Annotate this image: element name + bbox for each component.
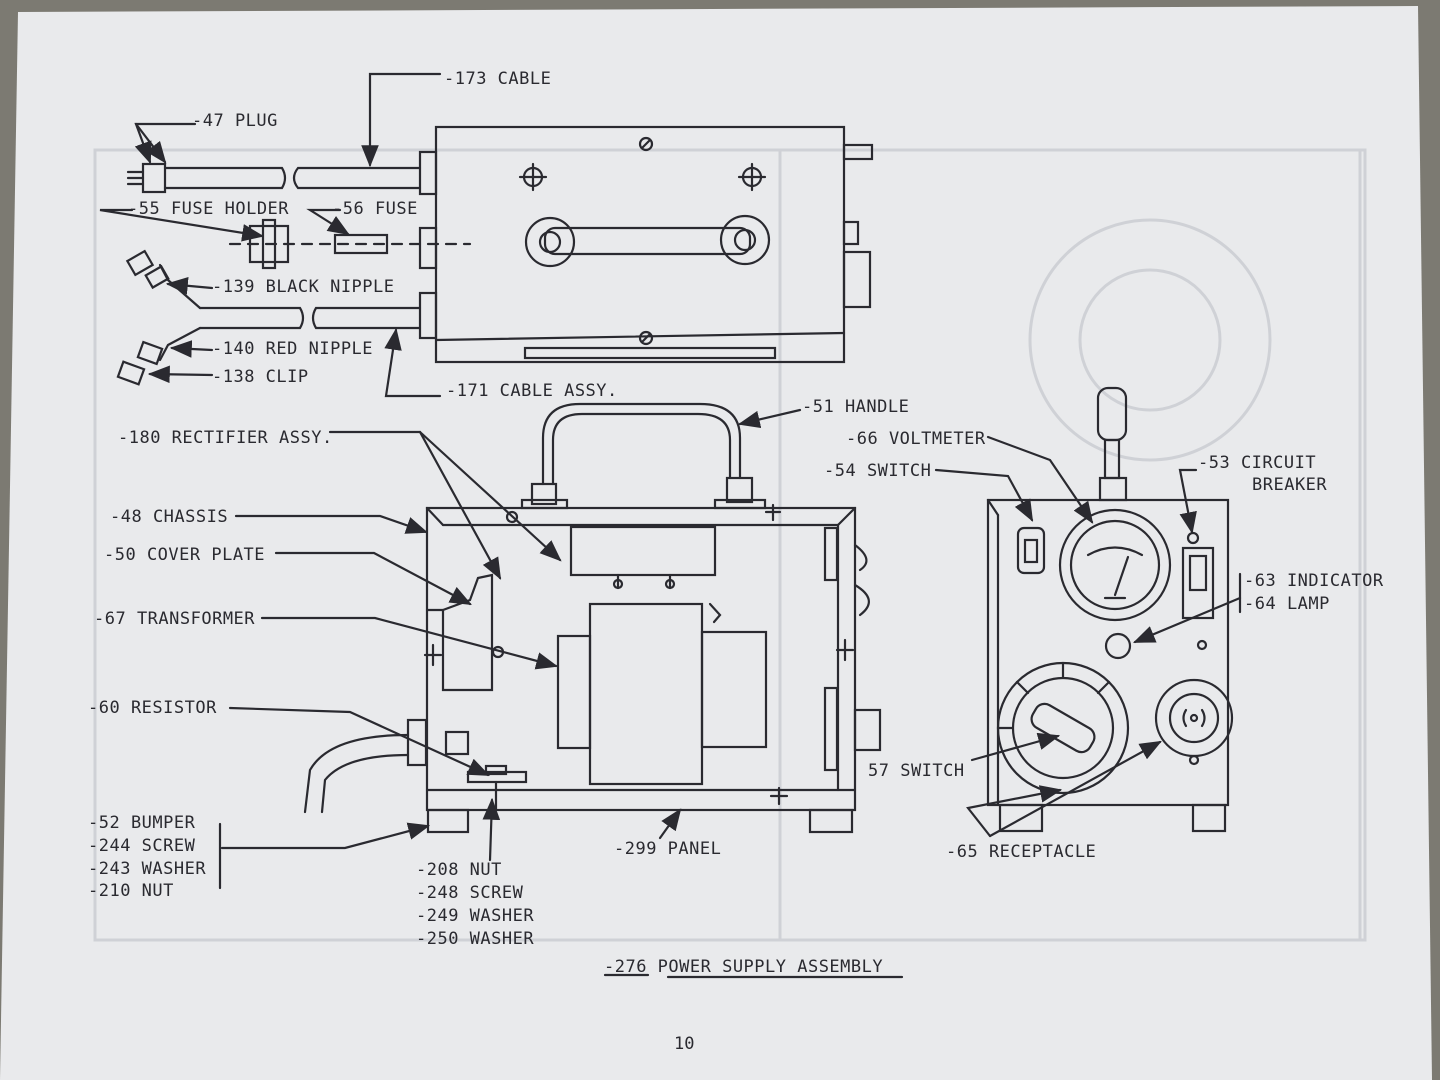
label-plug-47: -47 PLUG bbox=[192, 111, 278, 131]
label-switch-57: 57 SWITCH bbox=[868, 761, 965, 781]
label-washer-243: -243 WASHER bbox=[88, 859, 206, 879]
label-cable-assy-171: -171 CABLE ASSY. bbox=[446, 381, 618, 401]
label-clip-138: -138 CLIP bbox=[212, 367, 309, 387]
label-nut-208: -208 NUT bbox=[416, 860, 502, 880]
label-switch-54: -54 SWITCH bbox=[824, 461, 931, 481]
label-lamp-64: -64 LAMP bbox=[1244, 594, 1330, 614]
chassis-outline bbox=[425, 506, 857, 812]
label-handle-51: -51 HANDLE bbox=[802, 397, 909, 417]
callout-labels: -173 CABLE -47 PLUG -55 FUSE HOLDER -56 … bbox=[88, 69, 1384, 1054]
label-cover-plate-50: -50 COVER PLATE bbox=[104, 545, 265, 565]
label-cable-173: -173 CABLE bbox=[444, 69, 551, 89]
label-screw-244: -244 SCREW bbox=[88, 836, 196, 856]
label-black-nipple-139: -139 BLACK NIPPLE bbox=[212, 277, 395, 297]
label-nut-210: -210 NUT bbox=[88, 881, 174, 901]
label-circuit-breaker-53-line1: -53 CIRCUIT bbox=[1198, 453, 1316, 473]
leader-lines-side bbox=[218, 408, 1242, 979]
label-fuse-56: -56 FUSE bbox=[332, 199, 418, 219]
label-circuit-breaker-53-line2: BREAKER bbox=[1252, 475, 1327, 495]
label-voltmeter-66: -66 VOLTMETER bbox=[846, 429, 986, 449]
front-view-drawing bbox=[986, 386, 1242, 833]
top-view-drawing bbox=[116, 125, 874, 386]
label-red-nipple-140: -140 RED NIPPLE bbox=[212, 339, 373, 359]
leader-lines-top bbox=[99, 72, 442, 398]
label-rectifier-180: -180 RECTIFIER ASSY. bbox=[118, 428, 333, 448]
label-bumper-52: -52 BUMPER bbox=[88, 813, 196, 833]
page-number: 10 bbox=[674, 1034, 694, 1054]
figure-caption: -276 POWER SUPPLY ASSEMBLY bbox=[604, 957, 883, 977]
label-washer-250: -250 WASHER bbox=[416, 929, 534, 949]
label-panel-299: -299 PANEL bbox=[614, 839, 721, 859]
label-receptacle-65: -65 RECEPTACLE bbox=[946, 842, 1096, 862]
label-screw-248: -248 SCREW bbox=[416, 883, 524, 903]
label-transformer-67: -67 TRANSFORMER bbox=[94, 609, 255, 629]
bleed-through-marks bbox=[93, 148, 1367, 942]
label-washer-249: -249 WASHER bbox=[416, 906, 534, 926]
label-chassis-48: -48 CHASSIS bbox=[110, 507, 228, 527]
label-resistor-60: -60 RESISTOR bbox=[88, 698, 217, 718]
label-fuse-holder-55: -55 FUSE HOLDER bbox=[128, 199, 289, 219]
label-indicator-63: -63 INDICATOR bbox=[1244, 571, 1384, 591]
